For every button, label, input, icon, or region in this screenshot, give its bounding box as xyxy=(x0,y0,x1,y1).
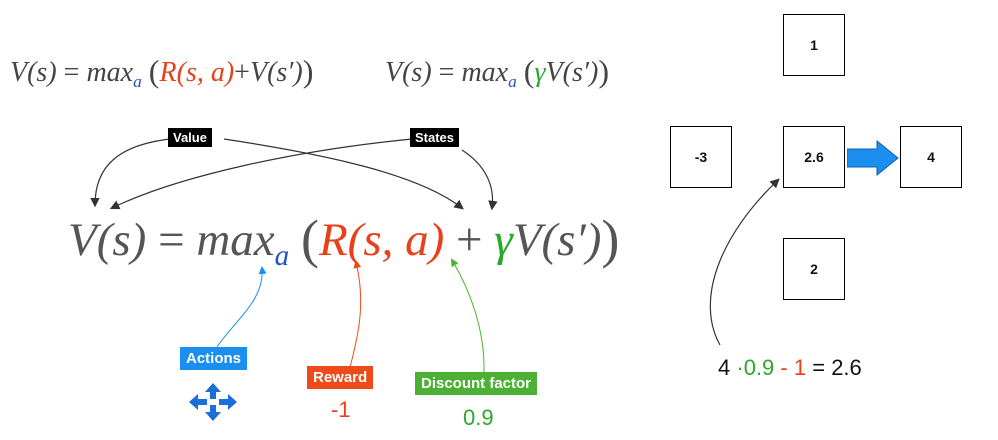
reward-to-r-arrow xyxy=(349,260,362,368)
state-box-right: 4 xyxy=(900,126,962,188)
discount-to-gamma-arrow xyxy=(450,258,485,373)
states-to-vs-arrow xyxy=(109,138,413,210)
equation-2: V(s) = maxa (γV(s′)) xyxy=(385,53,610,92)
discount-factor-tag: Discount factor xyxy=(415,372,538,395)
bellman-equation: V(s) = maxa (R(s, a) + γV(s′)) xyxy=(68,209,620,273)
discount-factor-value: 0.9 xyxy=(463,405,494,430)
actions-tag: Actions xyxy=(180,347,248,370)
value-to-vsprime-arrow xyxy=(223,138,464,210)
actions-to-a-arrow xyxy=(216,266,267,348)
value-calculation: 4 ·0.9 - 1 = 2.6 xyxy=(718,355,862,380)
reward-value: -1 xyxy=(331,397,351,422)
calc-to-box-arrow xyxy=(709,178,780,346)
state-box-center: 2.6 xyxy=(783,126,845,188)
value-tag: Value xyxy=(168,128,212,147)
four-way-arrows-icon xyxy=(189,383,237,421)
state-box-top: 1 xyxy=(783,14,845,76)
state-box-bottom: 2 xyxy=(783,238,845,300)
states-to-vsprime-arrow xyxy=(461,149,498,211)
state-box-left: -3 xyxy=(670,126,732,188)
value-to-vs-arrow xyxy=(90,138,171,208)
reward-tag: Reward xyxy=(307,366,374,389)
right-arrow-icon xyxy=(847,140,899,176)
states-tag: States xyxy=(410,128,460,147)
equation-1: V(s) = maxa (R(s, a)+V(s′)) xyxy=(10,53,314,92)
